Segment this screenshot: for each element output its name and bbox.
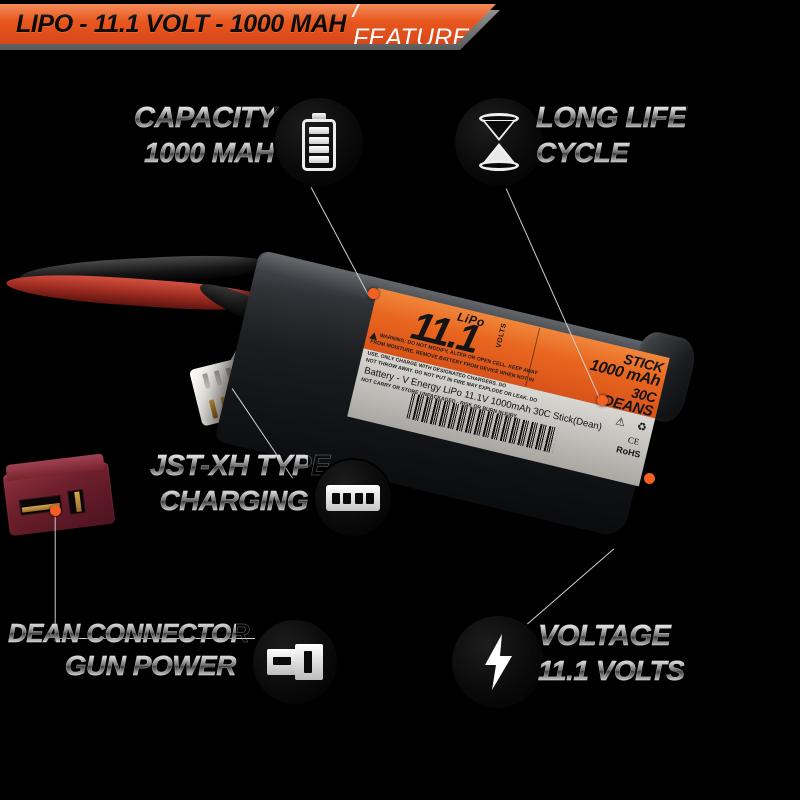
feature-deans-line1: DEAN CONNECTOR [8, 618, 250, 648]
recycle-icon: ♻ [635, 420, 649, 435]
jst-slot [213, 370, 223, 386]
badge-circle [448, 91, 550, 193]
feature-long-life-badge[interactable] [448, 91, 550, 193]
jst-connector-icon [326, 485, 380, 511]
hourglass-upper-inner [485, 121, 513, 138]
feature-jst-line1: JST-XH TYPE [150, 450, 331, 482]
deans-icon-slot-horizontal [273, 657, 291, 665]
badge-circle [268, 91, 370, 193]
feature-voltage-line1: VOLTAGE [538, 621, 684, 651]
lightning-bolt-icon [485, 634, 512, 690]
badge-circle [246, 613, 344, 711]
battery-icon-body [302, 119, 336, 171]
jst-icon-pin [343, 492, 352, 504]
battery-icon-cap [312, 113, 326, 119]
jst-icon-pin [365, 492, 374, 504]
banner-face: LIPO - 11.1 VOLT - 1000 MAH / FEATURES [0, 4, 496, 44]
ce-mark: CE [626, 434, 641, 448]
feature-long-life-text: LONG LIFE CYCLE [536, 102, 687, 167]
deans-top-face [5, 453, 105, 482]
callout-dot-capacity [368, 288, 379, 299]
feature-voltage-text: VOLTAGE 11.1 VOLTS [538, 621, 685, 686]
callout-dot-long-life [597, 395, 608, 406]
jst-icon-pin [332, 492, 341, 504]
hourglass-icon [476, 113, 522, 171]
feature-deans-badge[interactable] [246, 613, 344, 711]
hourglass-bottom-rim [479, 160, 519, 171]
feature-jst-line2: CHARGING [150, 486, 308, 515]
deans-icon-slot-vertical [304, 651, 312, 673]
jst-icon-pin [354, 492, 363, 504]
label-voltage-unit: VOLTS [495, 322, 509, 349]
leader-line-deans-h [55, 638, 255, 640]
hourglass-sand [487, 147, 511, 162]
badge-circle [308, 453, 398, 543]
battery-icon-segment [309, 146, 329, 154]
feature-long-life-line1: LONG LIFE [536, 102, 687, 134]
feature-capacity-text: CAPACITY 1000 MAH [134, 102, 277, 167]
feature-jst-text: JST-XH TYPE CHARGING [150, 450, 331, 515]
jst-pin [208, 399, 219, 419]
feature-deans-text: DEAN CONNECTOR GUN POWER [8, 618, 250, 680]
feature-voltage-line2: 11.1 VOLTS [538, 655, 685, 686]
badge-circle [445, 609, 551, 715]
feature-voltage-badge[interactable] [445, 609, 551, 715]
page-title: LIPO - 11.1 VOLT - 1000 MAH [16, 9, 347, 38]
feature-long-life-line2: CYCLE [536, 138, 686, 167]
feature-capacity-line1: CAPACITY [134, 102, 277, 134]
deans-plug-icon [267, 644, 323, 680]
feature-jst-badge[interactable] [308, 453, 398, 543]
battery-icon-segment [309, 127, 329, 135]
battery-pack-body: LiPo 11.1 VOLTS STICK 1000 mAh 30C DEANS… [214, 250, 700, 539]
callout-dot-voltage [644, 473, 655, 484]
waste-bin-icon: ⚠ [614, 415, 627, 430]
jst-slot [202, 373, 211, 389]
feature-deans-line2: GUN POWER [8, 651, 236, 680]
page-subtitle: / FEATURES [353, 0, 487, 52]
deans-t-connector [2, 453, 116, 537]
battery-icon-segment [309, 136, 329, 144]
callout-dot-deans [50, 505, 61, 516]
feature-capacity-line2: 1000 MAH [134, 138, 275, 167]
feature-capacity-badge[interactable] [268, 91, 370, 193]
battery-icon [302, 113, 336, 171]
battery-icon-segment [309, 155, 329, 163]
